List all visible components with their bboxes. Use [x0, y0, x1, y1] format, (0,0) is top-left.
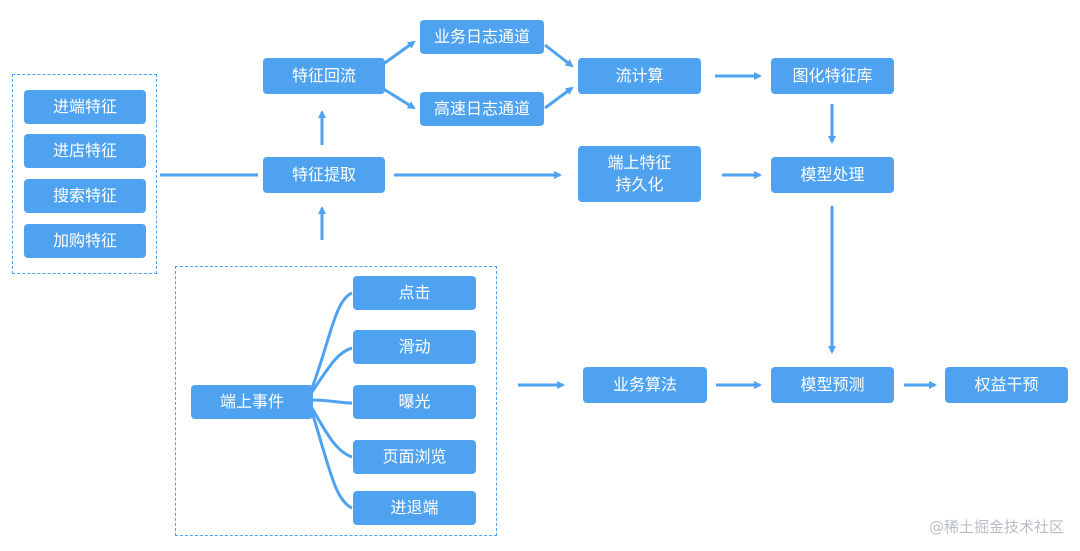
node-event-swipe[interactable]: 滑动 [353, 330, 476, 364]
node-event-click[interactable]: 点击 [353, 276, 476, 310]
node-search-feature[interactable]: 搜索特征 [24, 179, 146, 213]
fan-to-click [310, 291, 353, 389]
node-model-processing[interactable]: 模型处理 [771, 157, 894, 193]
watermark: @稀土掘金技术社区 [928, 518, 1064, 536]
node-event-page-view[interactable]: 页面浏览 [353, 440, 476, 474]
node-enter-store-feature[interactable]: 进店特征 [24, 134, 146, 168]
client-feature-group [12, 74, 157, 274]
node-device-feature-persist[interactable]: 端上特征 持久化 [578, 146, 701, 202]
fan-to-exit [310, 411, 353, 510]
node-add-cart-feature[interactable]: 加购特征 [24, 224, 146, 258]
node-event-exit[interactable]: 进退端 [353, 491, 476, 525]
arrow-highspeed-log-to-stream [544, 86, 574, 110]
arrow-biz-log-to-stream [544, 43, 574, 68]
node-stream-compute[interactable]: 流计算 [578, 58, 701, 94]
node-highspeed-log-channel[interactable]: 高速日志通道 [420, 92, 544, 126]
node-rights-intervention[interactable]: 权益干预 [945, 367, 1068, 403]
arrow-backflow-to-highspeed-log [381, 86, 416, 110]
fan-to-swipe [310, 346, 353, 393]
arrow-backflow-to-biz-log [381, 40, 416, 67]
fan-to-page-view [310, 407, 353, 459]
node-biz-algorithm[interactable]: 业务算法 [583, 367, 707, 403]
device-event-group [175, 266, 497, 536]
node-biz-log-channel[interactable]: 业务日志通道 [420, 20, 544, 54]
node-device-events[interactable]: 端上事件 [191, 385, 313, 419]
node-enter-app-feature[interactable]: 进端特征 [24, 90, 146, 124]
fan-to-exposure [311, 398, 353, 405]
node-graph-feature-store[interactable]: 图化特征库 [771, 58, 894, 94]
node-event-exposure[interactable]: 曝光 [353, 385, 476, 419]
node-feature-backflow[interactable]: 特征回流 [263, 58, 385, 94]
node-model-prediction[interactable]: 模型预测 [771, 367, 894, 403]
node-feature-extract[interactable]: 特征提取 [263, 157, 385, 193]
